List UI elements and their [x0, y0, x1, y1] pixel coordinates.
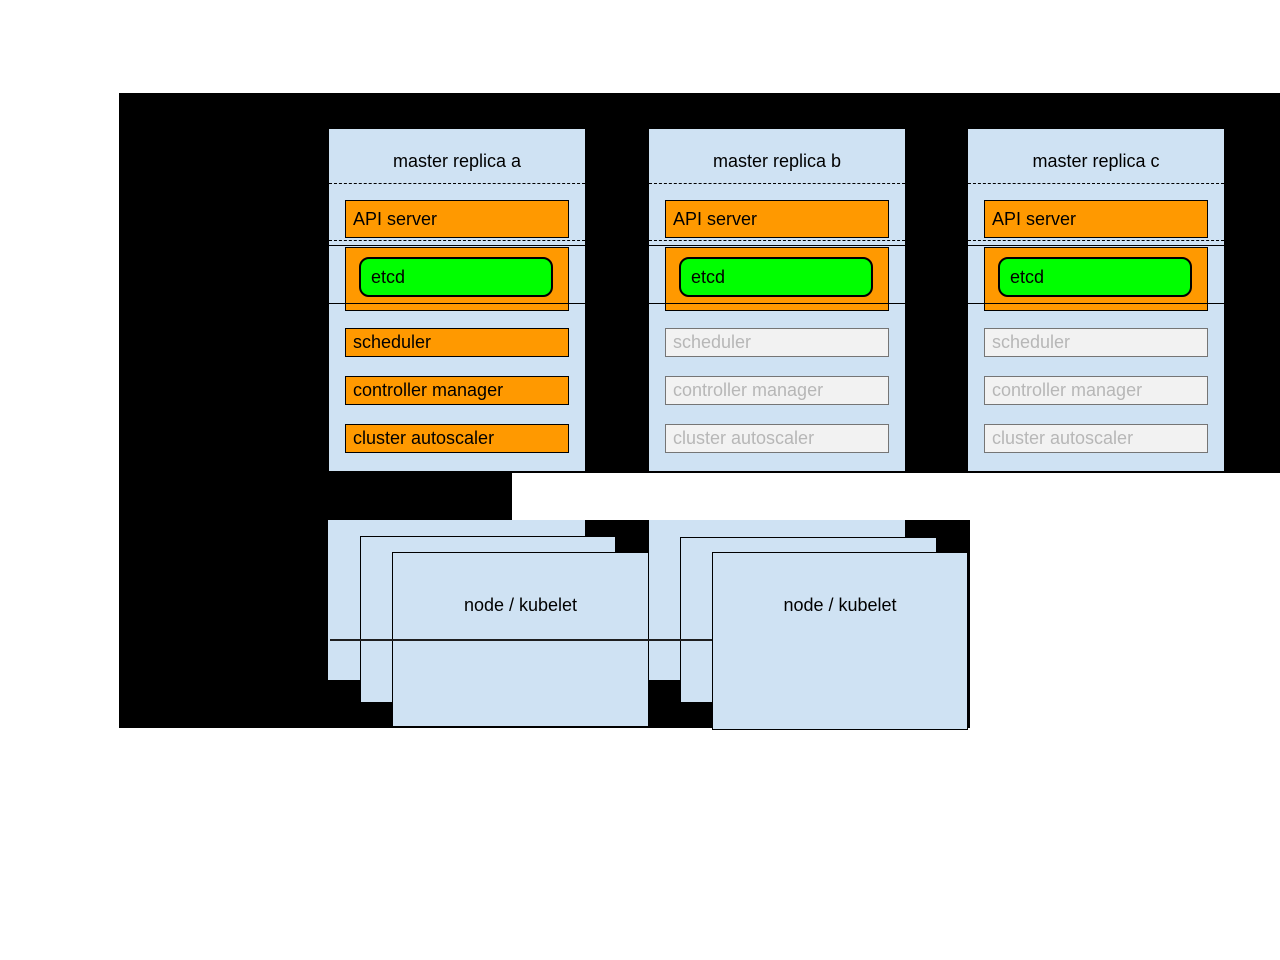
cluster-autoscaler-box-inactive: cluster autoscaler	[984, 424, 1208, 453]
etcd-wrapper-box: etcd	[665, 247, 889, 311]
etcd-wrapper-box: etcd	[984, 247, 1208, 311]
dashed-separator	[968, 240, 1224, 241]
scheduler-box-inactive: scheduler	[665, 328, 889, 357]
dashed-separator	[649, 183, 905, 184]
dashed-separator	[329, 240, 585, 241]
solid-separator	[329, 245, 585, 246]
background-white-corner	[970, 520, 1280, 728]
solid-separator	[968, 245, 1224, 246]
controller-manager-box-inactive: controller manager	[984, 376, 1208, 405]
controller-manager-box-inactive: controller manager	[665, 376, 889, 405]
controller-manager-box: controller manager	[345, 376, 569, 405]
cluster-autoscaler-box-inactive: cluster autoscaler	[665, 424, 889, 453]
solid-separator	[649, 303, 905, 304]
node-kubelet-label: node / kubelet	[463, 595, 578, 615]
etcd-box: etcd	[998, 257, 1192, 297]
etcd-box: etcd	[679, 257, 873, 297]
node-stack-right-card-front: node / kubelet	[712, 552, 968, 730]
api-server-box: API server	[665, 200, 889, 238]
background-white-band	[512, 473, 1280, 520]
etcd-box: etcd	[359, 257, 553, 297]
dashed-separator	[649, 240, 905, 241]
solid-separator	[649, 245, 905, 246]
node-kubelet-label: node / kubelet	[783, 595, 897, 615]
etcd-wrapper-box: etcd	[345, 247, 569, 311]
node-section-divider-line	[330, 639, 712, 641]
master-replica-c-container: master replica c API server etcd schedul…	[968, 129, 1224, 471]
master-replica-b-container: master replica b API server etcd schedul…	[649, 129, 905, 471]
scheduler-box: scheduler	[345, 328, 569, 357]
master-replica-a-title: master replica a	[392, 150, 522, 171]
master-replica-a-container: master replica a API server etcd schedul…	[329, 129, 585, 471]
solid-separator	[329, 303, 585, 304]
solid-separator	[968, 303, 1224, 304]
api-server-box: API server	[984, 200, 1208, 238]
dashed-separator	[968, 183, 1224, 184]
dashed-separator	[329, 183, 585, 184]
master-replica-c-title: master replica c	[1032, 150, 1160, 171]
master-replica-b-title: master replica b	[712, 150, 842, 171]
scheduler-box-inactive: scheduler	[984, 328, 1208, 357]
cluster-autoscaler-box: cluster autoscaler	[345, 424, 569, 453]
api-server-box: API server	[345, 200, 569, 238]
